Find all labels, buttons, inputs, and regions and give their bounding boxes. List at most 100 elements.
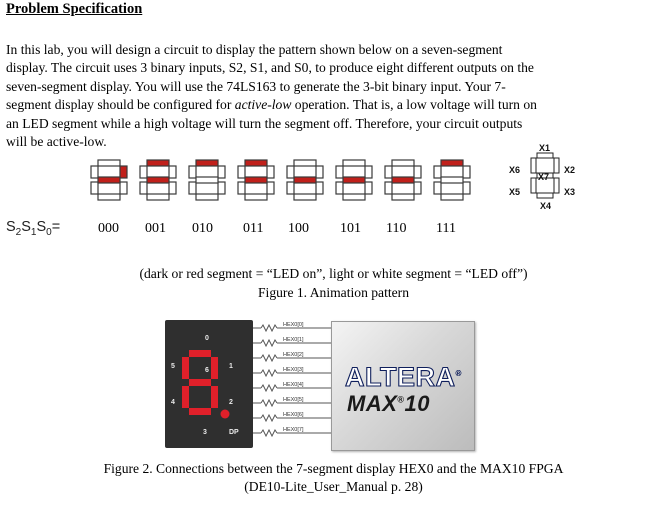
segment	[342, 159, 366, 167]
segment	[168, 181, 177, 195]
segment-label: X3	[564, 187, 575, 197]
resistor-icon	[260, 368, 278, 378]
resistor-icon	[260, 398, 278, 408]
hex0-signal-label: HEX0[0]	[283, 322, 304, 328]
segment	[364, 165, 373, 179]
segment	[315, 165, 324, 179]
segment	[119, 165, 128, 179]
resistor-icon	[260, 353, 278, 363]
segment	[440, 159, 464, 167]
segment	[391, 193, 415, 201]
resistor-icon	[260, 428, 278, 438]
hex0-signal-label: HEX0[4]	[283, 382, 304, 388]
hex0-segment	[189, 350, 211, 357]
segment	[195, 159, 219, 167]
paragraph-text-2: operation. That is, a low voltage will t…	[6, 97, 537, 150]
segment	[97, 193, 121, 201]
hex0-segment	[182, 357, 189, 379]
active-low-emphasis: active-low	[234, 97, 292, 113]
segment-number: 2	[229, 399, 233, 406]
segment	[335, 181, 344, 195]
hex0-segment	[211, 357, 218, 379]
figure2-source: (DE10-Lite_User_Manual p. 28)	[244, 479, 423, 494]
hex0-signal-label: HEX0[5]	[283, 397, 304, 403]
segment	[195, 193, 219, 201]
hex0-connection-diagram: 0123456DPHEX0[0]HEX0[1]HEX0[2]HEX0[3]HEX…	[165, 320, 331, 448]
code-label: 110	[386, 221, 407, 236]
segment-label: X2	[564, 165, 575, 175]
segment	[188, 181, 197, 195]
code-label: 010	[192, 221, 213, 236]
segment	[391, 176, 415, 184]
segment-number: 5	[171, 363, 175, 370]
segment	[146, 193, 170, 201]
segment	[266, 181, 275, 195]
segment	[315, 181, 324, 195]
segment-label: X1	[539, 143, 550, 153]
segment	[462, 165, 471, 179]
segment-number: DP	[229, 429, 239, 436]
altera-logo: ALTERA®	[344, 361, 462, 392]
code-label: 000	[98, 221, 119, 236]
code-label: 100	[288, 221, 309, 236]
segment	[97, 176, 121, 184]
hex0-segment	[182, 386, 189, 408]
decimal-point	[220, 409, 230, 419]
figure1-caption: Figure 1. Animation pattern	[257, 285, 410, 300]
code-label: 011	[243, 221, 264, 236]
reference-segment	[536, 152, 554, 159]
segment	[433, 165, 442, 179]
segment	[237, 181, 246, 195]
segment	[146, 159, 170, 167]
max10-chip-image	[331, 321, 475, 451]
segment	[413, 181, 422, 195]
segment	[293, 159, 317, 167]
reference-segment	[530, 177, 537, 194]
hex0-segment	[211, 386, 218, 408]
segment-label: X4	[540, 201, 551, 211]
hex0-segment	[189, 408, 211, 415]
segment	[217, 165, 226, 179]
reference-segment	[553, 177, 560, 194]
segment	[244, 159, 268, 167]
segment	[391, 159, 415, 167]
hex0-signal-label: HEX0[3]	[283, 367, 304, 373]
segment	[293, 176, 317, 184]
hex0-signal-label: HEX0[1]	[283, 337, 304, 343]
segment	[90, 165, 99, 179]
figure2-caption: Figure 2. Connections between the 7-segm…	[103, 461, 564, 476]
select-label: S2S1S0=	[6, 219, 61, 238]
segment	[266, 165, 275, 179]
segment	[97, 159, 121, 167]
digit-pattern	[335, 159, 373, 201]
segment	[119, 181, 128, 195]
resistor-icon	[260, 323, 278, 333]
digit-pattern	[90, 159, 128, 201]
segment	[139, 165, 148, 179]
reference-segment	[536, 192, 554, 199]
segment	[433, 181, 442, 195]
section-heading: Problem Specification	[6, 1, 143, 17]
segment-number: 1	[229, 363, 233, 370]
segment	[364, 181, 373, 195]
hex0-signal-label: HEX0[2]	[283, 352, 304, 358]
reference-segment	[553, 157, 560, 174]
segment-number: 4	[171, 399, 175, 406]
segment	[195, 176, 219, 184]
resistor-icon	[260, 338, 278, 348]
digit-pattern	[188, 159, 226, 201]
resistor-icon	[260, 383, 278, 393]
resistor-icon	[260, 413, 278, 423]
digit-pattern	[237, 159, 275, 201]
segment	[244, 193, 268, 201]
segment	[139, 181, 148, 195]
segment	[244, 176, 268, 184]
segment	[335, 165, 344, 179]
segment-label: X7	[538, 172, 549, 182]
segment	[146, 176, 170, 184]
code-label: 111	[436, 221, 456, 236]
segment	[286, 165, 295, 179]
segment-number: 6	[205, 367, 209, 374]
segment	[286, 181, 295, 195]
segment	[440, 193, 464, 201]
